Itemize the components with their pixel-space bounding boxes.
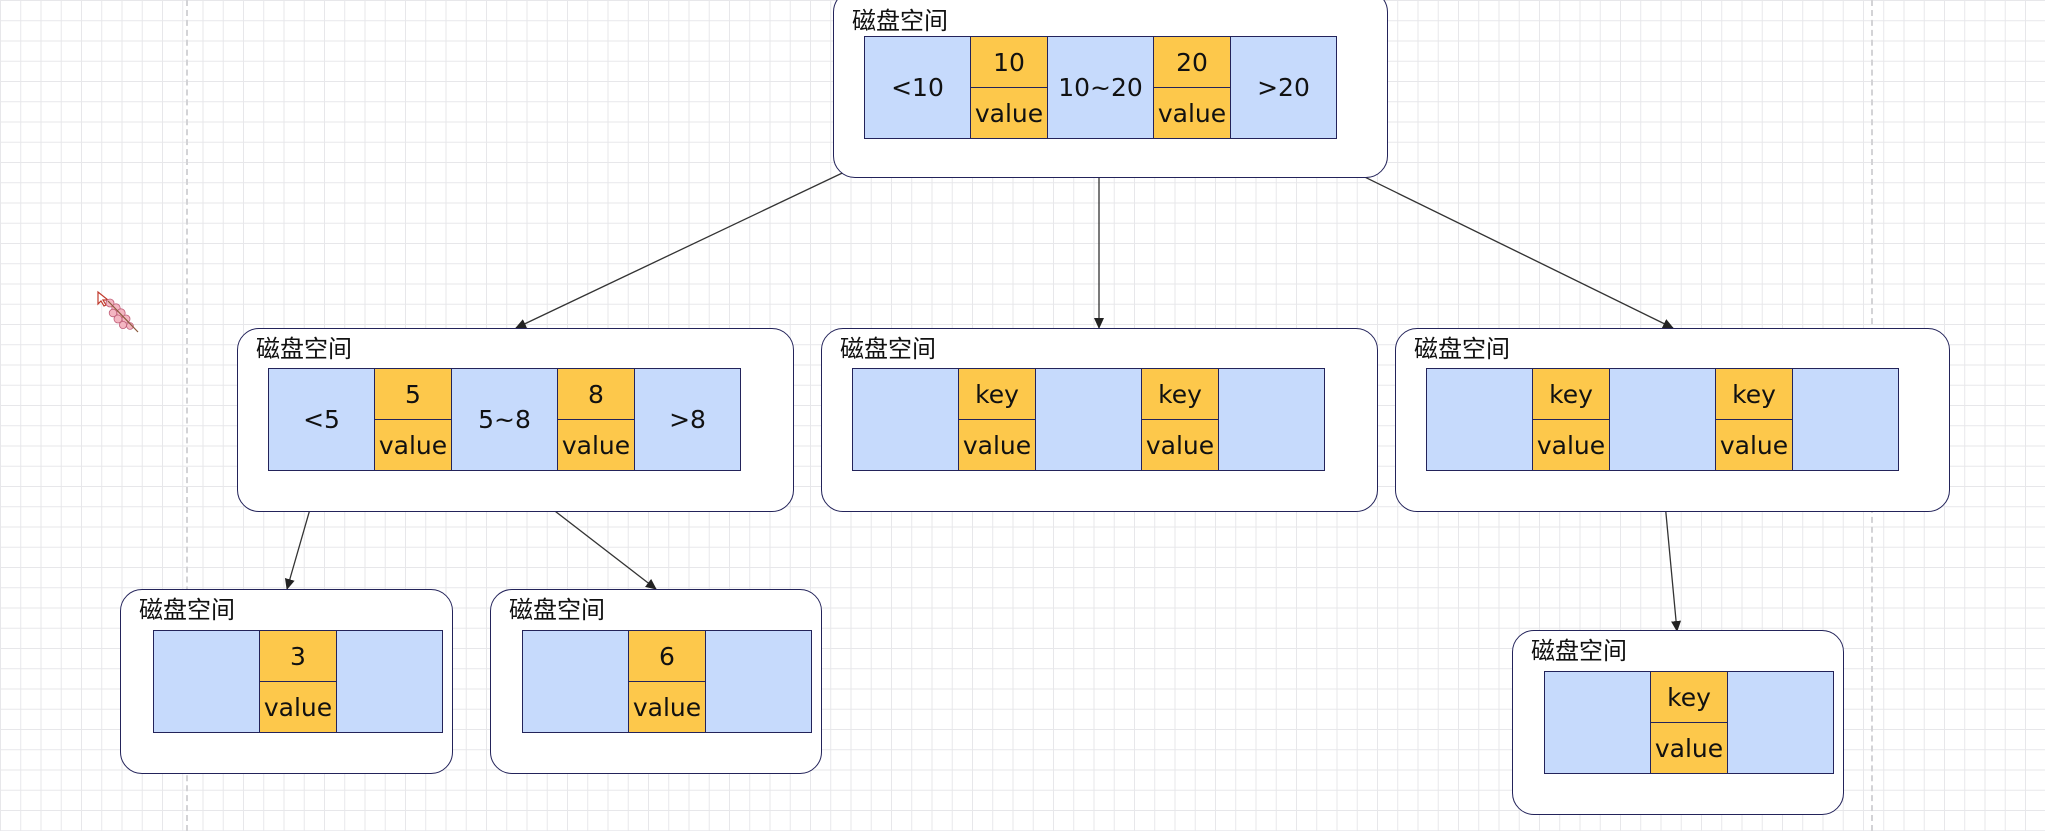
level1-right-pointer-1 (1427, 369, 1532, 470)
leaf-right-pointer-2 (1728, 672, 1833, 773)
leaf-6-pointer-2 (706, 631, 811, 732)
level1-left-entry-1-value: value (375, 420, 451, 470)
level1-left-entry-1-key: 5 (375, 369, 451, 420)
root-pointer-3: >20 (1231, 37, 1336, 138)
root-pointer-1: <10 (865, 37, 970, 138)
node-level1-left-cells: <5 5 value 5~8 8 value >8 (268, 368, 741, 471)
root-entry-1: 10 value (970, 37, 1048, 138)
node-leaf-6-cells: 6 value (522, 630, 812, 733)
root-entry-2-key: 20 (1154, 37, 1230, 88)
root-entry-2-value: value (1154, 88, 1230, 138)
node-level1-right-label: 磁盘空间 (1414, 335, 1510, 363)
root-entry-1-value: value (971, 88, 1047, 138)
node-level1-left-label: 磁盘空间 (256, 335, 352, 363)
level1-middle-pointer-3 (1219, 369, 1324, 470)
canvas-guide-left (186, 0, 188, 831)
node-leaf-right-cells: key value (1544, 671, 1834, 774)
node-leaf-6[interactable]: 磁盘空间 6 value (490, 589, 822, 774)
node-leaf-6-label: 磁盘空间 (509, 596, 605, 624)
level1-middle-entry-2-key: key (1142, 369, 1218, 420)
leaf-3-entry-1-key: 3 (260, 631, 336, 682)
level1-right-entry-2-value: value (1716, 420, 1792, 470)
node-root[interactable]: 磁盘空间 <10 10 value 10~20 20 value >20 (833, 0, 1388, 178)
level1-left-entry-2-key: 8 (558, 369, 634, 420)
level1-right-pointer-2 (1610, 369, 1715, 470)
root-entry-1-key: 10 (971, 37, 1047, 88)
leaf-6-entry-1-key: 6 (629, 631, 705, 682)
level1-right-entry-1-value: value (1533, 420, 1609, 470)
level1-right-pointer-3 (1793, 369, 1898, 470)
node-level1-left[interactable]: 磁盘空间 <5 5 value 5~8 8 value >8 (237, 328, 794, 512)
leaf-right-entry-1: key value (1650, 672, 1728, 773)
level1-middle-entry-1-value: value (959, 420, 1035, 470)
level1-right-entry-1: key value (1532, 369, 1610, 470)
leaf-3-entry-1-value: value (260, 682, 336, 732)
node-level1-middle[interactable]: 磁盘空间 key value key value (821, 328, 1378, 512)
node-level1-right-cells: key value key value (1426, 368, 1899, 471)
leaf-6-entry-1-value: value (629, 682, 705, 732)
node-root-cells: <10 10 value 10~20 20 value >20 (864, 36, 1337, 139)
level1-middle-pointer-2 (1036, 369, 1141, 470)
leaf-6-entry-1: 6 value (628, 631, 706, 732)
leaf-right-entry-1-value: value (1651, 723, 1727, 773)
node-root-label: 磁盘空间 (852, 7, 948, 35)
node-leaf-3-cells: 3 value (153, 630, 443, 733)
level1-middle-entry-2: key value (1141, 369, 1219, 470)
level1-right-entry-1-key: key (1533, 369, 1609, 420)
level1-left-entry-1: 5 value (374, 369, 452, 470)
root-pointer-2: 10~20 (1048, 37, 1153, 138)
node-level1-right[interactable]: 磁盘空间 key value key value (1395, 328, 1950, 512)
leaf-3-pointer-1 (154, 631, 259, 732)
level1-middle-pointer-1 (853, 369, 958, 470)
level1-right-entry-2: key value (1715, 369, 1793, 470)
node-leaf-right-label: 磁盘空间 (1531, 637, 1627, 665)
level1-right-entry-2-key: key (1716, 369, 1792, 420)
level1-middle-entry-1-key: key (959, 369, 1035, 420)
root-entry-2: 20 value (1153, 37, 1231, 138)
leaf-right-pointer-1 (1545, 672, 1650, 773)
node-level1-middle-cells: key value key value (852, 368, 1325, 471)
level1-left-pointer-2: 5~8 (452, 369, 557, 470)
level1-left-pointer-1: <5 (269, 369, 374, 470)
level1-left-pointer-3: >8 (635, 369, 740, 470)
leaf-3-entry-1: 3 value (259, 631, 337, 732)
leaf-right-entry-1-key: key (1651, 672, 1727, 723)
leaf-6-pointer-1 (523, 631, 628, 732)
flower-cursor-icon (97, 290, 139, 333)
node-leaf-right[interactable]: 磁盘空间 key value (1512, 630, 1844, 815)
level1-left-entry-2: 8 value (557, 369, 635, 470)
node-level1-middle-label: 磁盘空间 (840, 335, 936, 363)
level1-middle-entry-1: key value (958, 369, 1036, 470)
leaf-3-pointer-2 (337, 631, 442, 732)
node-leaf-3-label: 磁盘空间 (139, 596, 235, 624)
level1-middle-entry-2-value: value (1142, 420, 1218, 470)
level1-left-entry-2-value: value (558, 420, 634, 470)
node-leaf-3[interactable]: 磁盘空间 3 value (120, 589, 453, 774)
